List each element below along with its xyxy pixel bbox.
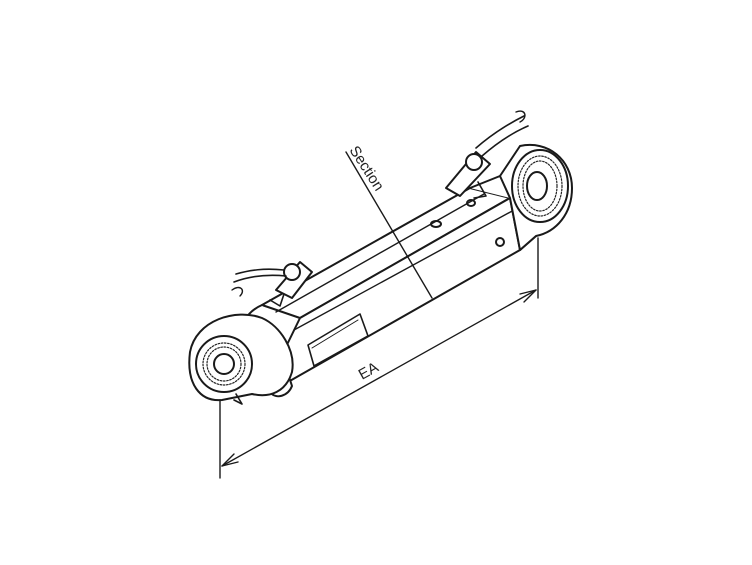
nameplate: [307, 313, 369, 367]
right-lock-pin: [445, 110, 529, 199]
right-ball-joint: [511, 149, 569, 223]
ea-dimension: [219, 237, 539, 479]
ea-label: EA: [356, 359, 382, 384]
section-indicator: [345, 151, 433, 299]
left-lock-pin: [231, 261, 313, 307]
left-ball-joint: [195, 335, 253, 405]
